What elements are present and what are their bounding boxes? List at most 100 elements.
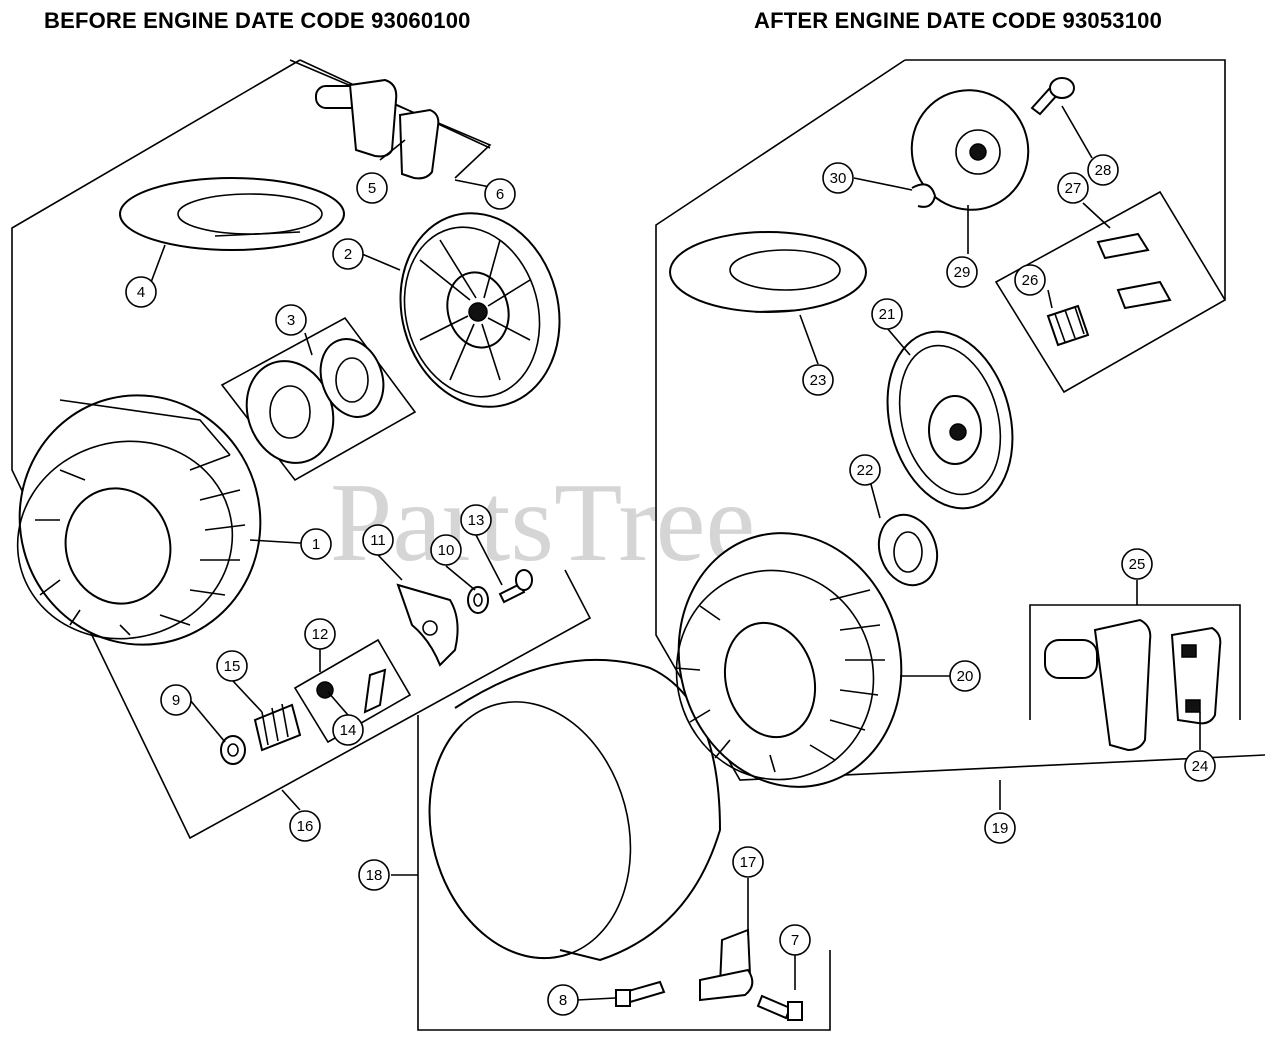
callout-28: 28 xyxy=(1087,154,1119,186)
callout-22: 22 xyxy=(849,454,881,486)
callout-27: 27 xyxy=(1057,172,1089,204)
callout-number: 17 xyxy=(740,854,757,871)
callout-number: 2 xyxy=(344,246,352,263)
spring-15-part xyxy=(253,703,302,752)
callout-number: 12 xyxy=(312,626,329,643)
callout-17: 17 xyxy=(732,846,764,878)
callout-circle xyxy=(1057,172,1089,204)
handle-25-part xyxy=(1044,618,1222,752)
clip-30-part xyxy=(911,183,937,208)
callout-24: 24 xyxy=(1184,750,1216,782)
washer-10-part xyxy=(467,586,489,614)
callout-14: 14 xyxy=(332,714,364,746)
after-assembly-bracket xyxy=(905,59,1226,300)
pin-28-part xyxy=(1030,77,1075,116)
callout-23: 23 xyxy=(802,364,834,396)
callout-number: 20 xyxy=(957,668,974,685)
callout-number: 10 xyxy=(438,542,455,559)
callout-circle xyxy=(949,660,981,692)
callout-number: 5 xyxy=(368,180,376,197)
screw-13-part xyxy=(498,569,533,604)
callout-number: 7 xyxy=(791,932,799,949)
callout-circle xyxy=(358,859,390,891)
callout-number: 4 xyxy=(137,284,145,301)
callout-circle xyxy=(871,298,903,330)
callout-7: 7 xyxy=(779,924,811,956)
callout-number: 18 xyxy=(366,867,383,884)
callout-circle xyxy=(779,924,811,956)
callout-number: 25 xyxy=(1129,556,1146,573)
callout-number: 24 xyxy=(1192,758,1209,775)
callout-26: 26 xyxy=(1014,264,1046,296)
callout-6: 6 xyxy=(484,178,516,210)
callout-number: 1 xyxy=(312,536,320,553)
callout-number: 27 xyxy=(1065,180,1082,197)
rope-coil-part xyxy=(119,177,345,251)
spring-22-part xyxy=(877,513,939,587)
callout-circle xyxy=(160,684,192,716)
partstree-watermark: PartsTree xyxy=(330,461,755,585)
handle-group-25-bracket xyxy=(1029,604,1241,720)
callout-circle xyxy=(430,534,462,566)
callout-16: 16 xyxy=(289,810,321,842)
spring-26-part xyxy=(1046,304,1090,347)
callout-number: 3 xyxy=(287,312,295,329)
callout-circle xyxy=(802,364,834,396)
starter-housing-part xyxy=(16,394,262,646)
callout-15: 15 xyxy=(216,650,248,682)
after-date-code-header: AFTER ENGINE DATE CODE 93053100 xyxy=(754,8,1163,33)
callout-number: 16 xyxy=(297,818,314,835)
callout-21: 21 xyxy=(871,298,903,330)
callout-circle xyxy=(289,810,321,842)
callout-25: 25 xyxy=(1121,548,1153,580)
callout-circle xyxy=(1014,264,1046,296)
after-assembly-outline xyxy=(655,59,1266,781)
callout-circle xyxy=(1184,750,1216,782)
starter-pulley-part xyxy=(399,212,561,408)
callout-number: 29 xyxy=(954,264,971,281)
callout-12: 12 xyxy=(304,618,336,650)
callout-19: 19 xyxy=(984,812,1016,844)
callout-circle xyxy=(1121,548,1153,580)
screw-7-part xyxy=(756,994,803,1021)
callout-number: 21 xyxy=(879,306,896,323)
callout-number: 6 xyxy=(496,186,504,203)
recoil-spring-part xyxy=(245,338,385,464)
pawl-27-part xyxy=(1096,232,1172,310)
callout-circle xyxy=(275,304,307,336)
callout-circle xyxy=(216,650,248,682)
callout-9: 9 xyxy=(160,684,192,716)
callout-number: 15 xyxy=(224,658,241,675)
callout-circle xyxy=(356,172,388,204)
cam-plate-part xyxy=(910,89,1030,211)
washer-9-part xyxy=(220,735,246,765)
callout-number: 28 xyxy=(1095,162,1112,179)
callout-18: 18 xyxy=(358,859,390,891)
callout-circle xyxy=(332,714,364,746)
air-cleaner-outline xyxy=(417,715,831,1031)
callout-circle xyxy=(304,618,336,650)
pawl-spring-part xyxy=(316,668,387,714)
brake-plate-part xyxy=(396,583,459,667)
rope-23-part xyxy=(669,231,867,313)
callout-number: 30 xyxy=(830,170,847,187)
starter-handle-part xyxy=(315,78,440,180)
callout-1: 1 xyxy=(300,528,332,560)
callout-circle xyxy=(849,454,881,486)
callout-number: 9 xyxy=(172,692,180,709)
callout-circle xyxy=(822,162,854,194)
callout-circle xyxy=(547,984,579,1016)
callout-circle xyxy=(460,504,492,536)
bracket-17-part xyxy=(699,928,754,1002)
callout-number: 26 xyxy=(1022,272,1039,289)
callout-2: 2 xyxy=(332,238,364,270)
callout-circle xyxy=(300,528,332,560)
callout-number: 19 xyxy=(992,820,1009,837)
callout-8: 8 xyxy=(547,984,579,1016)
pawl-group-bracket xyxy=(293,638,412,744)
screw-8-part xyxy=(615,980,666,1007)
callout-number: 23 xyxy=(810,372,827,389)
callout-circle xyxy=(484,178,516,210)
